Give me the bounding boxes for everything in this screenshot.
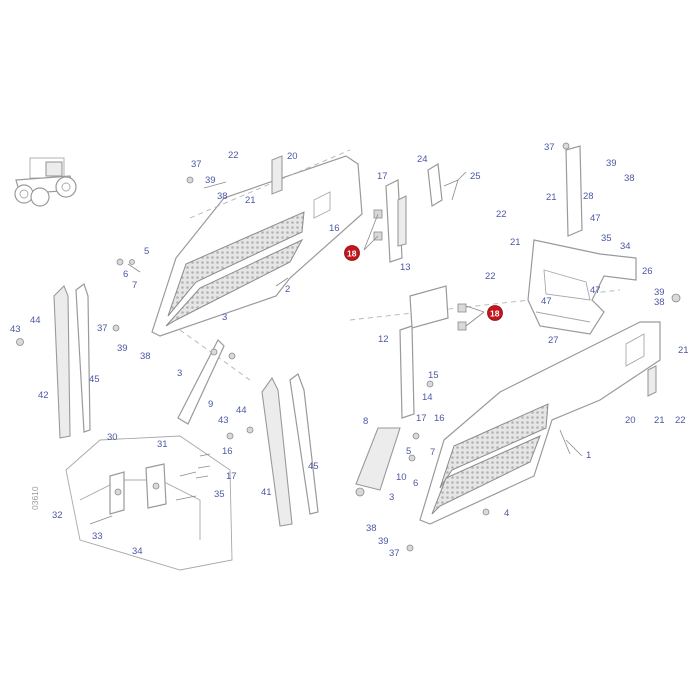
callout-9: 9	[208, 399, 213, 410]
highlight-number: 18	[347, 249, 357, 259]
callout-2: 2	[285, 284, 290, 295]
callout-25: 25	[470, 171, 481, 182]
highlight-callout-18-right: 18	[487, 305, 503, 321]
callout-37-left: 37	[97, 323, 108, 334]
leader-lines	[127, 171, 582, 501]
callout-12: 12	[378, 334, 389, 345]
callout-38-top: 38	[217, 191, 228, 202]
callout-20-top: 20	[287, 151, 298, 162]
bracket-8	[355, 427, 401, 497]
callout-16-mid: 16	[434, 413, 445, 424]
left-front-uprights	[53, 283, 91, 439]
callout-30: 30	[107, 432, 118, 443]
callout-38-low: 38	[366, 523, 377, 534]
callout-14: 14	[422, 392, 433, 403]
bracket-9	[177, 338, 225, 425]
callout-34: 34	[132, 546, 143, 557]
callout-35: 35	[214, 489, 225, 500]
callout-22-rear: 22	[496, 209, 507, 220]
callout-38-rear: 38	[624, 173, 635, 184]
callout-16-low: 16	[222, 446, 233, 457]
center-lower-uprights	[261, 373, 319, 527]
callout-34-rear: 34	[620, 241, 631, 252]
callout-35-rear: 35	[601, 233, 612, 244]
callout-45-left: 45	[89, 374, 100, 385]
callout-27: 27	[548, 335, 559, 346]
callout-47-rear-a: 47	[590, 213, 601, 224]
highlight-number: 18	[490, 309, 500, 319]
callout-1: 1	[586, 450, 591, 461]
callout-10: 10	[396, 472, 407, 483]
rear-frame	[527, 145, 637, 335]
callout-39-top: 39	[205, 175, 216, 186]
callout-5-right: 5	[406, 446, 411, 457]
drawing-code: 03610	[30, 486, 40, 510]
front-bracket-12	[399, 285, 449, 419]
callout-37-rear: 37	[544, 142, 555, 153]
callout-47-rear-b: 47	[541, 296, 552, 307]
callout-4: 4	[504, 508, 509, 519]
callout-21-top: 21	[245, 195, 256, 206]
callout-13: 13	[400, 262, 411, 273]
callout-7-right: 7	[430, 447, 435, 458]
callout-20-right: 20	[625, 415, 636, 426]
latch-parts	[271, 155, 657, 397]
callout-39-rear: 39	[606, 158, 617, 169]
callout-47-rear-c: 47	[590, 285, 601, 296]
callout-33: 33	[92, 531, 103, 542]
callout-labels: 1 2 3 3 3 4 5 5 6 6 7 7 8 9 10 12 13 14 …	[10, 142, 689, 559]
callout-3-upper: 3	[222, 312, 227, 323]
callout-31: 31	[157, 439, 168, 450]
callout-22-right: 22	[675, 415, 686, 426]
callout-41: 41	[261, 487, 272, 498]
callout-44-left: 44	[30, 315, 41, 326]
callout-21-rear-b: 21	[510, 237, 521, 248]
highlight-callout-18-left: 18	[344, 245, 360, 261]
callout-6: 6	[123, 269, 128, 280]
callout-43-left: 43	[10, 324, 21, 335]
callout-17-low: 17	[226, 471, 237, 482]
callout-42: 42	[38, 390, 49, 401]
tractor-thumbnail-icon	[14, 157, 77, 207]
callout-45-mid: 45	[308, 461, 319, 472]
callout-21-rear-a: 21	[546, 192, 557, 203]
callout-39-low: 39	[378, 536, 389, 547]
callout-22-top: 22	[228, 150, 239, 161]
callout-21-right-a: 21	[678, 345, 689, 356]
callout-22-mid: 22	[485, 271, 496, 282]
callout-39-right: 39	[654, 287, 665, 298]
callout-8: 8	[363, 416, 368, 427]
callout-5: 5	[144, 246, 149, 257]
callout-17-top: 17	[377, 171, 388, 182]
callout-38-right: 38	[654, 297, 665, 308]
callout-17-mid: 17	[416, 413, 427, 424]
callout-24: 24	[417, 154, 428, 165]
callout-38-left: 38	[140, 351, 151, 362]
left-side-panel	[151, 149, 363, 381]
callout-15: 15	[428, 370, 439, 381]
hinge-area-sketch	[65, 435, 233, 571]
callout-44-mid: 44	[236, 405, 247, 416]
right-side-panel	[349, 289, 661, 525]
front-bracket-13	[385, 179, 407, 263]
callout-32: 32	[52, 510, 63, 521]
callout-16-top: 16	[329, 223, 340, 234]
callout-37-low: 37	[389, 548, 400, 559]
callout-26: 26	[642, 266, 653, 277]
callout-7: 7	[132, 280, 137, 291]
callout-39-left: 39	[117, 343, 128, 354]
callout-21-right-b: 21	[654, 415, 665, 426]
callout-28: 28	[583, 191, 594, 202]
callout-6-right: 6	[413, 478, 418, 489]
callout-3-mid: 3	[177, 368, 182, 379]
callout-37-top: 37	[191, 159, 202, 170]
callout-3-low: 3	[389, 492, 394, 503]
callout-43-mid: 43	[218, 415, 229, 426]
